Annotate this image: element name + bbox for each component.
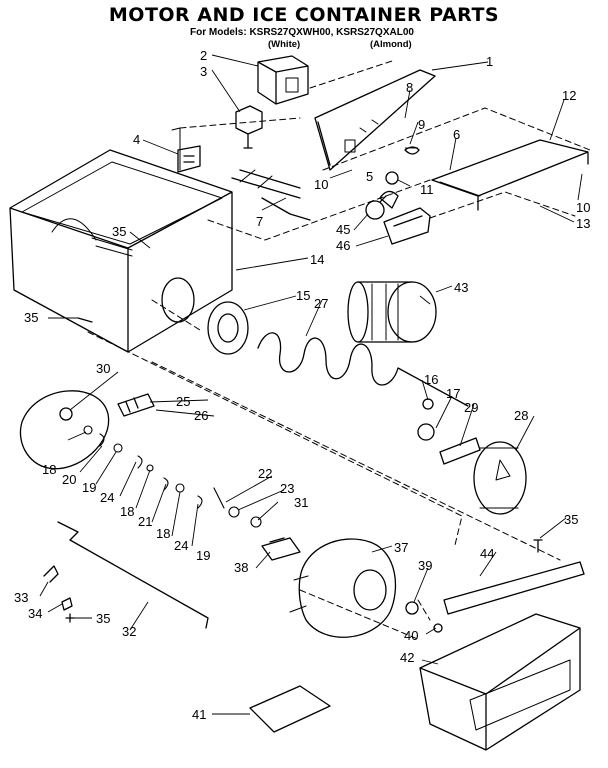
callout-18c: 18 xyxy=(156,526,170,541)
support-bracket xyxy=(443,561,585,615)
callout-29: 29 xyxy=(464,400,478,415)
callout-9: 9 xyxy=(418,117,425,132)
callout-24b: 24 xyxy=(174,538,188,553)
callout-12: 12 xyxy=(562,88,576,103)
callout-33: 33 xyxy=(14,590,28,605)
diagram-title: MOTOR AND ICE CONTAINER PARTS xyxy=(108,4,500,26)
callout-35a: 35 xyxy=(112,224,126,239)
callout-5: 5 xyxy=(366,169,373,184)
callout-26: 26 xyxy=(194,408,208,423)
callout-10b: 10 xyxy=(576,200,590,215)
motor-relay xyxy=(257,55,309,105)
callout-31: 31 xyxy=(294,495,308,510)
auger-motor xyxy=(298,538,397,638)
coupling xyxy=(117,393,155,417)
callout-23: 23 xyxy=(280,481,294,496)
washer-39 xyxy=(405,601,419,615)
callout-2: 2 xyxy=(200,48,207,63)
callout-19a: 19 xyxy=(82,480,96,495)
callout-13: 13 xyxy=(576,216,590,231)
screw-35-left xyxy=(77,317,93,323)
washer-40 xyxy=(433,623,443,633)
callout-22: 22 xyxy=(258,466,272,481)
callout-28: 28 xyxy=(514,408,528,423)
small-hardware-chain xyxy=(83,425,262,528)
callout-19b: 19 xyxy=(196,548,210,563)
callout-35b: 35 xyxy=(24,310,38,325)
light-shield xyxy=(383,207,431,245)
callout-6: 6 xyxy=(453,127,460,142)
callout-4: 4 xyxy=(133,132,140,147)
callout-21: 21 xyxy=(138,514,152,529)
callout-42: 43 xyxy=(454,280,468,295)
assembly-guide-lines xyxy=(87,59,591,641)
mounting-plate xyxy=(314,69,436,171)
switch-bracket xyxy=(177,145,201,173)
callout-27: 27 xyxy=(314,296,328,311)
ice-container-housing xyxy=(9,149,233,353)
auger-drive-plate xyxy=(207,301,249,355)
callout-14: 14 xyxy=(310,252,324,267)
light-bulb xyxy=(365,200,385,220)
washer-17 xyxy=(417,423,435,441)
callout-10a: 10 xyxy=(314,177,328,192)
clip-33 xyxy=(43,565,59,583)
callout-44: 42 xyxy=(400,650,414,665)
leader-lines xyxy=(39,54,583,715)
actuator-rod xyxy=(57,521,209,629)
callout-30: 30 xyxy=(96,361,110,376)
callout-40: 40 xyxy=(404,628,418,643)
callout-16: 16 xyxy=(424,372,438,387)
callout-3: 3 xyxy=(200,64,207,79)
callout-38: 38 xyxy=(234,560,248,575)
callout-25: 25 xyxy=(176,394,190,409)
callout-11: 11 xyxy=(420,182,434,197)
callout-15: 15 xyxy=(296,288,310,303)
callout-37: 37 xyxy=(394,540,408,555)
color-almond-label: (Almond) xyxy=(370,39,412,50)
callout-35d: 35 xyxy=(564,512,578,527)
color-white-label: (White) xyxy=(268,39,301,50)
models-line: For Models: KSRS27QXWH00, KSRS27QXAL00 xyxy=(190,27,414,38)
cover-panel xyxy=(431,139,589,211)
callout-35c: 35 xyxy=(96,611,110,626)
callout-41: 41 xyxy=(192,707,206,722)
callout-18a: 18 xyxy=(42,462,56,477)
callout-17: 17 xyxy=(446,386,460,401)
callout-39: 39 xyxy=(418,558,432,573)
wire-harness xyxy=(231,169,311,221)
callout-8: 8 xyxy=(406,80,413,95)
callout-1: 1 xyxy=(486,54,493,69)
screw-35-lower xyxy=(65,613,75,623)
light-lens xyxy=(249,685,331,733)
solenoid xyxy=(235,105,263,149)
callout-20: 20 xyxy=(62,472,76,487)
screw-34 xyxy=(61,597,73,611)
crusher-blade xyxy=(439,437,481,465)
callout-7: 7 xyxy=(256,214,263,229)
motor-clamp xyxy=(261,537,301,561)
drive-wheel xyxy=(473,441,527,515)
callout-46: 46 xyxy=(336,238,350,253)
auger-spring xyxy=(257,332,469,407)
callout-32: 32 xyxy=(122,624,136,639)
callout-43: 44 xyxy=(480,546,494,561)
callout-24a: 24 xyxy=(100,490,114,505)
callout-45: 45 xyxy=(336,222,350,237)
callout-18b: 18 xyxy=(120,504,134,519)
screw-35-right xyxy=(533,539,543,553)
end-cover-disc xyxy=(19,390,110,470)
bulb-socket xyxy=(379,190,399,209)
callout-34: 34 xyxy=(28,606,42,621)
